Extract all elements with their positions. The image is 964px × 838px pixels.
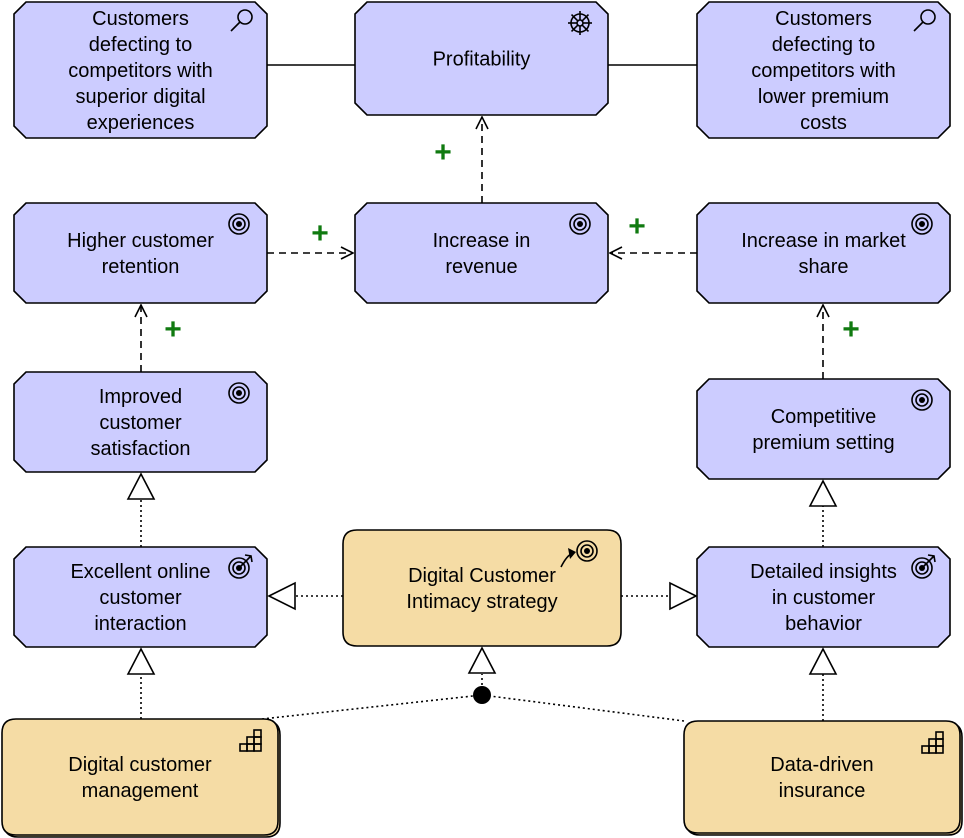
element-label-line: Digital Customer	[408, 565, 556, 587]
element-shape[interactable]	[683, 720, 961, 834]
goal-n4[interactable]: Higher customer retention	[13, 202, 268, 304]
element-label-line: Improved	[99, 386, 182, 408]
goal-n7[interactable]: Improved customer satisfaction	[13, 371, 268, 473]
element-label-line: superior digital	[75, 86, 205, 108]
positive-influence-mark: +	[164, 313, 182, 346]
outcome-n9[interactable]: Excellent online customer interaction	[13, 546, 268, 648]
positive-influence-mark: +	[628, 210, 646, 243]
element-label-line: Customers	[775, 8, 872, 30]
driver-n2[interactable]: Profitability	[354, 1, 609, 116]
positive-influence-mark: +	[311, 217, 329, 250]
element-label-line: defecting to	[772, 34, 875, 56]
element-label-line: costs	[800, 112, 847, 134]
element-label-line: management	[82, 780, 199, 802]
element-shape[interactable]	[1, 718, 279, 836]
element-shape[interactable]	[696, 546, 951, 648]
element-label-line: Detailed insights	[750, 561, 897, 583]
capability-n13[interactable]: Data-driven insurance	[683, 720, 963, 836]
element-shape[interactable]	[13, 546, 268, 648]
target-icon	[569, 213, 591, 235]
driver-n3[interactable]: Customers defecting to competitors with low…	[696, 1, 951, 139]
magnifier-icon	[913, 9, 936, 32]
element-label-line: Profitability	[433, 49, 531, 71]
outcome-target-icon	[911, 554, 936, 579]
element-label-line: lower premium	[758, 86, 889, 108]
element-label-line: Competitive	[771, 406, 877, 428]
element-label-line: interaction	[94, 613, 186, 635]
element-shape[interactable]	[13, 1, 268, 139]
relationship-layer	[126, 64, 838, 722]
junction-dot[interactable]	[473, 686, 491, 704]
realization-arrowhead	[467, 646, 497, 674]
positive-influence-mark: +	[434, 136, 452, 169]
target-icon	[911, 213, 933, 235]
element-label-line: competitors with	[751, 60, 896, 82]
element-label-line: Higher customer	[67, 230, 214, 252]
magnifier-icon	[230, 9, 253, 32]
helm-wheel-icon	[568, 11, 592, 35]
capability-icon	[239, 729, 262, 752]
outcome-n11[interactable]: Detailed insights in customer behavior	[696, 546, 951, 648]
element-label-line: customer	[99, 412, 182, 434]
element-label-line: premium setting	[752, 432, 894, 454]
element-shape[interactable]	[342, 529, 622, 647]
element-shape[interactable]	[354, 202, 609, 304]
driver-n1[interactable]: Customers defecting to competitors with sup…	[13, 1, 268, 139]
capability-icon	[921, 731, 944, 754]
element-label-line: Increase in market	[741, 230, 906, 252]
element-label-line: Customers	[92, 8, 189, 30]
realization-arrowhead	[669, 581, 698, 611]
element-label-line: in customer	[772, 587, 876, 609]
element-label-line: revenue	[445, 256, 517, 278]
element-label-line: experiences	[87, 112, 195, 134]
realization-arrowhead	[267, 581, 296, 611]
element-label-line: insurance	[779, 780, 866, 802]
realization-line-mgmt-junction[interactable]	[261, 694, 483, 720]
realization-arrowhead	[126, 647, 156, 675]
element-label-line: Excellent online	[70, 561, 210, 583]
element-label-line: share	[798, 256, 848, 278]
element-shape[interactable]	[696, 202, 951, 304]
positive-influence-mark: +	[842, 313, 860, 346]
goal-n5[interactable]: Increase in revenue	[354, 202, 609, 304]
goal-n6[interactable]: Increase in market share	[696, 202, 951, 304]
realization-arrowhead	[808, 647, 838, 675]
course-of-action-icon	[560, 540, 598, 568]
element-label-line: customer	[99, 587, 182, 609]
goal-n8[interactable]: Competitive premium setting	[696, 378, 951, 480]
element-label-line: retention	[102, 256, 180, 278]
element-label-line: satisfaction	[90, 438, 190, 460]
realization-arrowhead	[808, 479, 838, 507]
capability-n12[interactable]: Digital customer management	[1, 718, 281, 838]
element-shape[interactable]	[696, 378, 951, 480]
element-label-line: Increase in	[433, 230, 531, 252]
element-label-line: Data-driven	[770, 754, 873, 776]
element-shape[interactable]	[696, 1, 951, 139]
element-shape[interactable]	[13, 202, 268, 304]
target-icon	[911, 389, 933, 411]
realization-line-insurance-junction[interactable]	[481, 694, 685, 722]
element-label-line: Digital customer	[68, 754, 212, 776]
influence-mark-layer: + + + + +	[164, 136, 860, 346]
element-shape[interactable]	[13, 371, 268, 473]
element-label-line: competitors with	[68, 60, 213, 82]
element-shape[interactable]	[354, 1, 609, 116]
realization-arrowhead	[126, 472, 156, 500]
target-icon	[228, 382, 250, 404]
outcome-target-icon	[228, 554, 253, 579]
element-label-line: behavior	[785, 613, 862, 635]
element-label-line: defecting to	[89, 34, 192, 56]
element-label-line: Intimacy strategy	[406, 591, 557, 613]
target-icon	[228, 213, 250, 235]
